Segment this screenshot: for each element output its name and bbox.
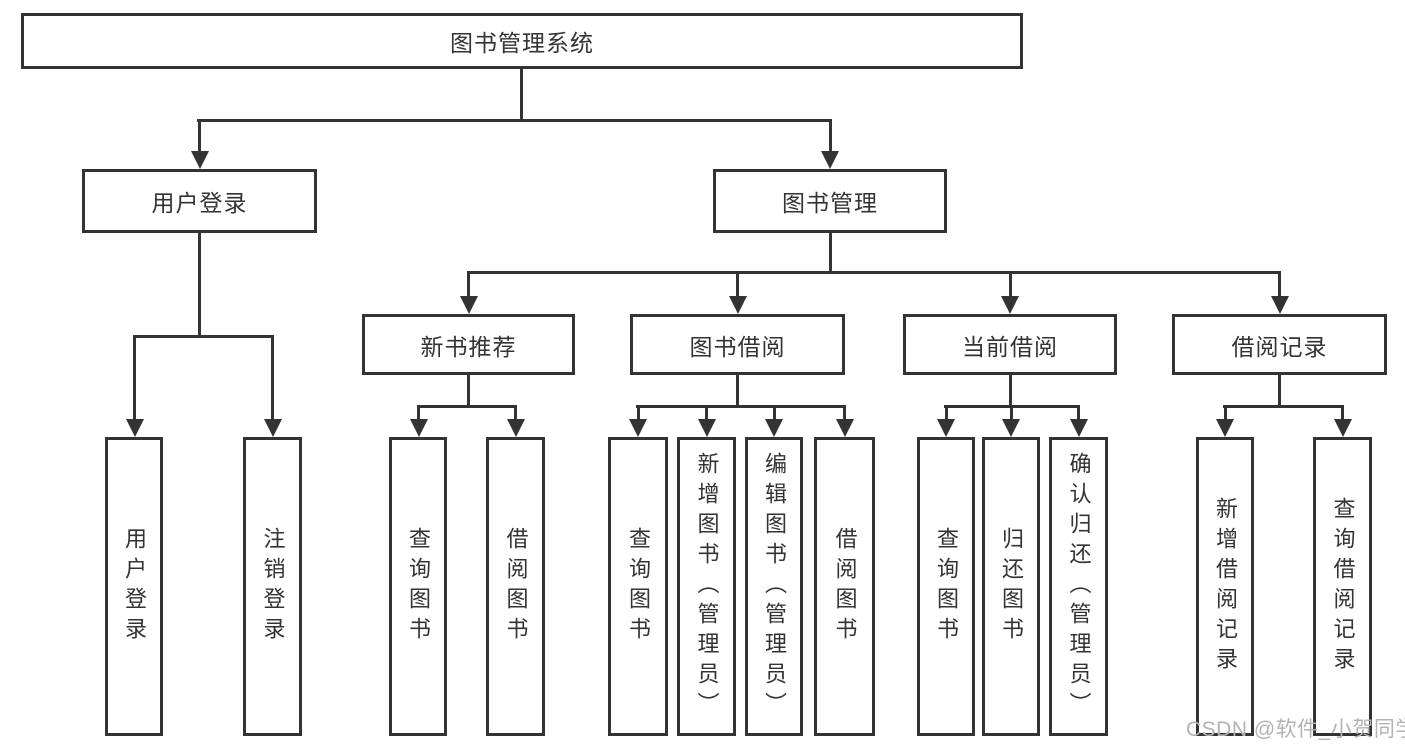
connector-line: [1278, 375, 1281, 408]
connector-line: [417, 405, 517, 408]
connector-line: [736, 271, 739, 298]
arrowhead-icon: [1002, 419, 1020, 437]
connector-line: [772, 405, 776, 421]
connector-line: [271, 335, 274, 421]
connector-line: [944, 405, 948, 421]
node-root-library-system: 图书管理系统: [21, 13, 1023, 69]
connector-line: [1341, 405, 1344, 421]
connector-line: [843, 405, 846, 421]
leaf-newbook-borrow-book: 借阅图书: [486, 437, 545, 736]
arrowhead-icon: [409, 419, 428, 437]
node-current-borrow: 当前借阅: [903, 314, 1117, 375]
arrowhead-icon: [1216, 419, 1234, 437]
leaf-borrow-query-book: 查询图书: [608, 437, 668, 736]
connector-line: [1009, 405, 1013, 421]
connector-line: [467, 271, 1281, 274]
connector-line: [1223, 405, 1227, 421]
leaf-newbook-query-book: 查询图书: [389, 437, 447, 736]
connector-line: [1223, 405, 1344, 408]
arrowhead-icon: [937, 419, 955, 437]
connector-line: [198, 233, 201, 338]
arrowhead-icon: [728, 296, 747, 314]
connector-line: [133, 335, 274, 338]
leaf-borrow-edit-book-admin: 编辑图书（管理员）: [745, 437, 803, 736]
connector-line: [1278, 271, 1281, 298]
connector-line: [1008, 375, 1012, 408]
connector-line: [828, 233, 832, 274]
arrowhead-icon: [765, 419, 783, 437]
leaf-borrow-add-book-admin: 新增图书（管理员）: [677, 437, 736, 736]
node-book-management: 图书管理: [713, 169, 947, 233]
leaf-logout-login: 注销登录: [243, 437, 302, 736]
node-book-borrow: 图书借阅: [630, 314, 845, 375]
arrowhead-icon: [263, 419, 282, 437]
arrowhead-icon: [697, 419, 716, 437]
connector-line: [636, 405, 640, 421]
node-borrow-record: 借阅记录: [1172, 314, 1387, 375]
arrowhead-icon: [629, 419, 647, 437]
connector-line: [133, 335, 136, 421]
leaf-current-return-book: 归还图书: [982, 437, 1040, 736]
leaf-borrow-borrow-book: 借阅图书: [814, 437, 875, 736]
leaf-user-login: 用户登录: [105, 437, 163, 736]
csdn-watermark: CSDN @软件_小贺同学: [1186, 718, 1405, 741]
leaf-current-confirm-return-admin: 确认归还（管理员）: [1049, 437, 1108, 736]
arrowhead-icon: [1333, 419, 1352, 437]
arrowhead-icon: [459, 296, 478, 314]
leaf-current-query-book: 查询图书: [917, 437, 975, 736]
connector-line: [514, 405, 517, 421]
connector-line: [467, 271, 470, 298]
connector-line: [736, 375, 739, 408]
connector-line: [197, 119, 832, 122]
connector-line: [467, 375, 470, 408]
arrowhead-icon: [1270, 296, 1289, 314]
arrowhead-icon: [1001, 296, 1019, 314]
arrowhead-icon: [125, 419, 144, 437]
arrowhead-icon: [506, 419, 525, 437]
connector-line: [198, 119, 201, 153]
arrowhead-icon: [821, 151, 839, 169]
connector-line: [828, 119, 832, 153]
leaf-record-query-borrow-record: 查询借阅记录: [1313, 437, 1372, 736]
connector-line: [519, 69, 523, 122]
connector-line: [1008, 271, 1012, 298]
node-user-login: 用户登录: [82, 169, 317, 233]
arrowhead-icon: [1069, 419, 1088, 437]
leaf-record-add-borrow-record: 新增借阅记录: [1196, 437, 1254, 736]
connector-line: [636, 405, 846, 408]
connector-line: [417, 405, 420, 421]
connector-line: [1077, 405, 1080, 421]
arrowhead-icon: [835, 419, 854, 437]
arrowhead-icon: [190, 151, 209, 169]
connector-line: [705, 405, 708, 421]
node-new-book-recommend: 新书推荐: [362, 314, 575, 375]
